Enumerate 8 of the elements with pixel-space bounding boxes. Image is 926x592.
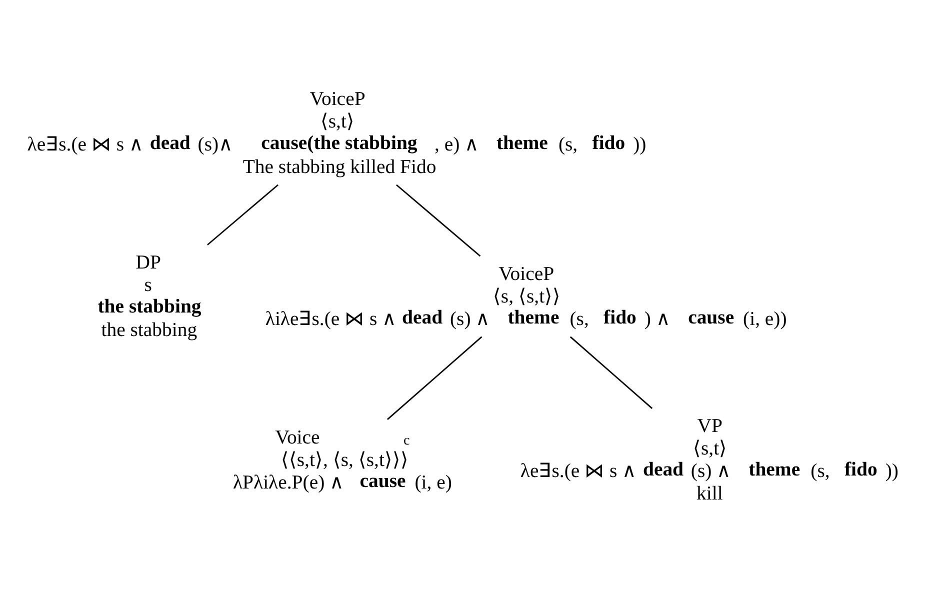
node-text: DP s the stabbing the stabbing (98, 251, 202, 341)
node-text: VoiceP ⟨s, ⟨s,t⟩⟩ λiλe∃s.(e ⋈ s ∧ dead(s) ∧ theme(s, fido) ∧ cause(i, e)) (265, 262, 787, 330)
connector (207, 184, 278, 245)
node-text: VoiceP ⟨s,t⟩ λe∃s.(e ⋈ s ∧ dead(s)∧ cause(the stabbing, e) ∧ theme(s, fido)) The stabbing killed Fido (27, 88, 646, 178)
connector (570, 336, 653, 408)
connector (396, 184, 481, 256)
node-text: VP ⟨s,t⟩ λe∃s.(e ⋈ s ∧ dead(s) ∧ theme(s, fido)) kill (520, 414, 898, 504)
connector (386, 336, 482, 420)
